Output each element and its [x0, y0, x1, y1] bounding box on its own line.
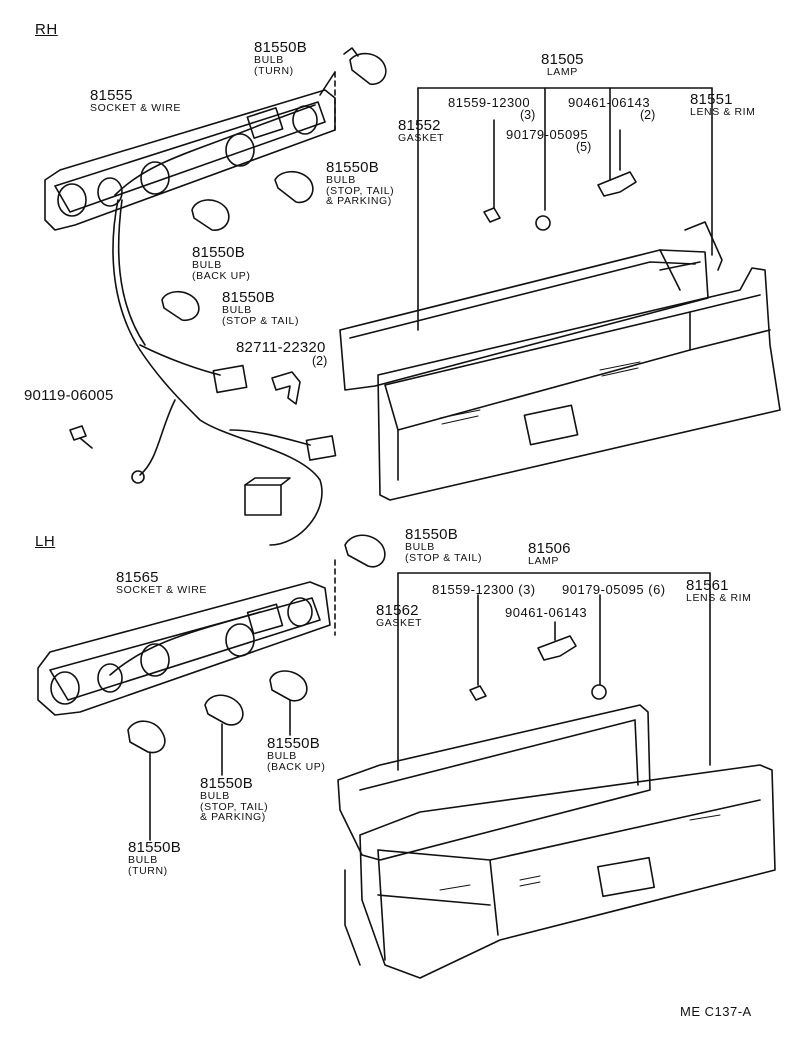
- lh-bracket-90461-drawing: [537, 635, 577, 661]
- footer-drawing-code: ME C137-A: [680, 1004, 752, 1019]
- label-rh-81505: 81505 LAMP: [541, 51, 584, 78]
- lh-nut-90179-drawing: [591, 684, 607, 700]
- rh-screw-81559-drawing: [483, 207, 501, 223]
- label-lh-81506: 81506 LAMP: [528, 540, 571, 567]
- rh-bulb-backup-drawing: [191, 199, 230, 231]
- label-rh-90119: 90119-06005: [24, 387, 114, 404]
- label-rh-81559: 81559-12300 (3): [448, 95, 536, 122]
- label-rh-81550b-backup: 81550B BULB (BACK UP): [192, 244, 251, 282]
- label-rh-81550b-turn: 81550B BULB (TURN): [254, 39, 307, 77]
- rh-socket-wire-drawing: [44, 89, 337, 546]
- rh-bracket-90461-drawing: [597, 171, 637, 197]
- label-lh-90179: 90179-05095 (6): [562, 582, 666, 597]
- rh-clip-82711-drawing: [271, 371, 301, 405]
- lh-bulb-stop-tail-parking-drawing: [204, 694, 244, 776]
- label-lh-81550b-stop-tail-parking: 81550B BULB (STOP, TAIL) & PARKING): [200, 775, 269, 823]
- label-lh-81561: 81561 LENS & RIM: [686, 577, 752, 604]
- rh-nut-90179-drawing: [535, 215, 551, 231]
- label-lh-81562: 81562 GASKET: [376, 602, 423, 629]
- lh-leader-lines: [397, 572, 711, 771]
- label-lh-81565: 81565 SOCKET & WIRE: [116, 569, 208, 596]
- label-rh-90461: 90461-06143 (2): [568, 95, 656, 122]
- rh-bulb-stop-tail-parking-drawing: [274, 170, 314, 204]
- label-rh-81550b-stop-tail: 81550B BULB (STOP & TAIL): [222, 289, 300, 327]
- rh-bulb-stop-tail-drawing: [161, 290, 200, 322]
- label-lh-90461: 90461-06143: [505, 605, 588, 620]
- lh-bulb-backup-drawing: [269, 670, 308, 736]
- lh-lens-rim-drawing: [344, 764, 776, 979]
- lh-bulb-stop-tail-drawing: [344, 534, 386, 568]
- label-rh-82711: 82711-22320 (2): [236, 339, 328, 368]
- label-lh-81550b-backup: 81550B BULB (BACK UP): [267, 735, 326, 773]
- label-lh-81550b-turn: 81550B BULB (TURN): [128, 839, 181, 877]
- section-rh: RH: [35, 21, 58, 38]
- label-rh-90179: 90179-05095 (5): [506, 127, 592, 154]
- lh-screw-81559-drawing: [469, 685, 487, 701]
- label-rh-81552: 81552 GASKET: [398, 117, 445, 144]
- rh-gasket-drawing: [339, 249, 709, 391]
- lens-markings: [439, 361, 721, 891]
- label-rh-81550b-stop-tail-parking: 81550B BULB (STOP, TAIL) & PARKING): [326, 159, 395, 207]
- label-rh-81551: 81551 LENS & RIM: [690, 91, 756, 118]
- label-rh-81555: 81555 SOCKET & WIRE: [90, 87, 182, 114]
- label-lh-81550b-stop-tail: 81550B BULB (STOP & TAIL): [405, 526, 483, 564]
- section-lh: LH: [35, 533, 56, 550]
- lh-gasket-drawing: [337, 704, 651, 861]
- lh-bulb-turn-drawing: [127, 720, 166, 841]
- lh-socket-wire-drawing: [37, 559, 336, 716]
- label-lh-81559: 81559-12300 (3): [432, 582, 536, 597]
- rh-leader-lines: [417, 87, 713, 331]
- rh-screw-90119-drawing: [69, 425, 93, 449]
- rh-lens-rim-drawing: [377, 221, 781, 501]
- rh-bulb-turn-drawing: [319, 47, 387, 131]
